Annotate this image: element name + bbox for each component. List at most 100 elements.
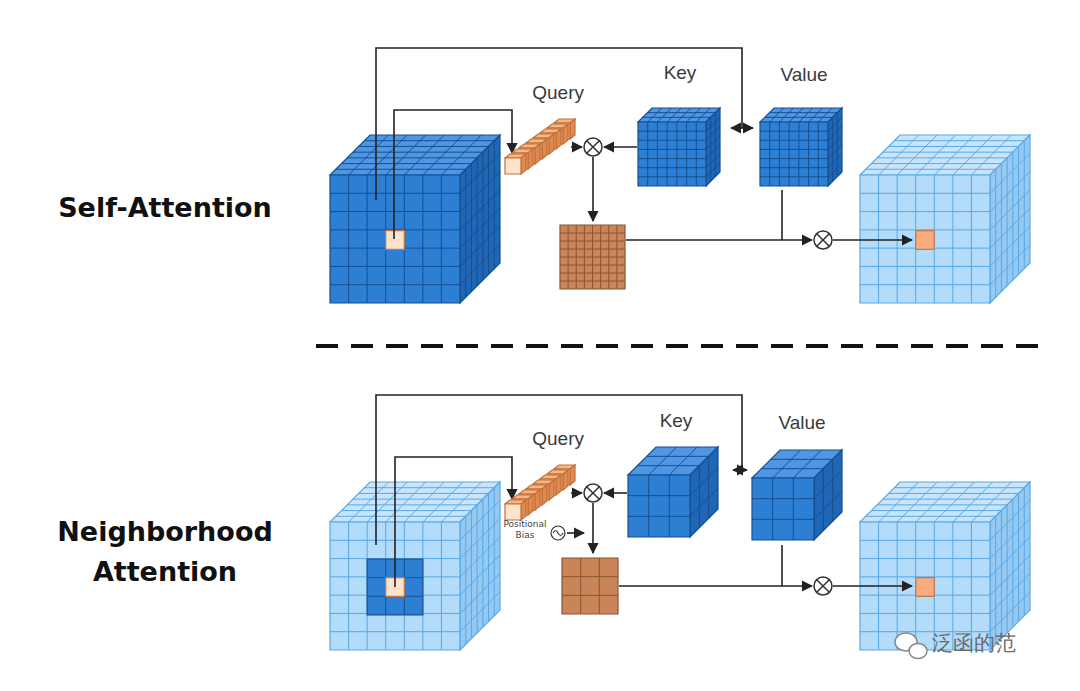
grid-line: [897, 175, 898, 303]
cube-side: [990, 482, 1030, 650]
tensor-cube: Key: [620, 410, 732, 545]
bar-cell: [505, 504, 521, 520]
grid-line: [638, 176, 706, 177]
grid-line: [889, 146, 1019, 147]
grid-line: [336, 516, 466, 517]
grid-line: [353, 499, 483, 500]
grid-line: [860, 284, 990, 285]
grid-line: [482, 152, 483, 280]
wire: [833, 585, 912, 587]
bar-side: [563, 470, 568, 490]
bar-side: [570, 465, 575, 485]
grid-line: [1007, 158, 1008, 286]
cube-front: [628, 475, 690, 537]
grid-line: [348, 522, 349, 650]
watermark-icon: [895, 633, 927, 659]
wire: [571, 492, 582, 494]
multiply-symbol: [814, 577, 832, 595]
grid-line: [690, 488, 718, 516]
connector-arrow: [733, 469, 747, 471]
grid-line: [706, 163, 720, 177]
node-heading: Query: [500, 428, 590, 450]
grid-line: [971, 175, 972, 303]
bar-side: [570, 119, 575, 139]
grid-line: [580, 558, 581, 614]
grid-line: [488, 493, 489, 621]
grid-line: [494, 488, 495, 616]
bar-side: [521, 154, 526, 174]
grid-line: [860, 613, 990, 614]
wire: [604, 492, 627, 494]
grid-line: [465, 169, 466, 297]
cube-front: [760, 122, 828, 186]
bar-side: [549, 134, 554, 154]
bar-side: [549, 480, 554, 500]
grid-line: [772, 478, 773, 540]
grid-line: [860, 558, 990, 559]
bar-side: [528, 149, 533, 169]
grid-line: [1001, 511, 1002, 639]
grid-line: [793, 478, 794, 540]
bar-side: [563, 124, 568, 144]
wire: [833, 239, 912, 241]
grid-line: [752, 519, 814, 520]
cube-front: [860, 175, 990, 303]
grid-line: [494, 141, 495, 269]
grid-line: [832, 459, 833, 521]
bar-side: [528, 495, 533, 515]
grid-line: [952, 175, 953, 303]
grid-line: [647, 456, 709, 457]
divider-dash: [316, 344, 1046, 348]
grid-line: [1001, 164, 1002, 292]
grid-line: [832, 117, 833, 181]
wire: [626, 239, 812, 241]
grid-line: [330, 284, 460, 285]
grid-line: [560, 257, 625, 258]
grid-line: [773, 450, 801, 478]
grid-line: [866, 516, 996, 517]
cube-side: [690, 447, 718, 537]
connector-arrow: [731, 127, 753, 129]
grid-line: [771, 459, 833, 460]
grid-line: [637, 465, 699, 466]
node-heading: Key: [620, 410, 732, 432]
grid-line: [877, 157, 1007, 158]
grid-line: [1018, 493, 1019, 621]
grid-line: [837, 113, 838, 177]
wire: [604, 146, 637, 148]
output-cell: [916, 231, 935, 250]
grid-line: [883, 499, 1013, 500]
node-heading: Value: [748, 412, 856, 434]
wire: [592, 157, 594, 221]
grid-line: [364, 487, 494, 488]
grid-line: [814, 491, 842, 519]
wire: [781, 190, 783, 240]
grid-line: [649, 447, 677, 475]
grid-line: [600, 225, 601, 289]
grid-line: [889, 493, 1019, 494]
grid-line: [608, 225, 609, 289]
grid-line: [860, 266, 990, 267]
grid-line: [562, 576, 618, 577]
tensor-cube: Value: [748, 412, 856, 547]
annotation: Positional Bias: [500, 519, 550, 541]
grid-line: [648, 475, 649, 537]
grid-line: [628, 516, 690, 517]
grid-line: [330, 211, 460, 212]
wire: [592, 503, 594, 553]
grid-line: [477, 505, 478, 633]
grid-line: [367, 175, 368, 303]
grid-line: [690, 468, 718, 496]
grid-line: [871, 510, 1001, 511]
grid-line: [330, 193, 460, 194]
grid-line: [1024, 141, 1025, 269]
grid-line: [669, 475, 670, 537]
cube-side: [706, 108, 720, 186]
grid-line: [471, 511, 472, 639]
grid-line: [359, 146, 489, 147]
cube-front: [752, 478, 814, 540]
multiply-symbol: [814, 231, 832, 249]
bar-side: [556, 129, 561, 149]
wire: [395, 457, 512, 587]
